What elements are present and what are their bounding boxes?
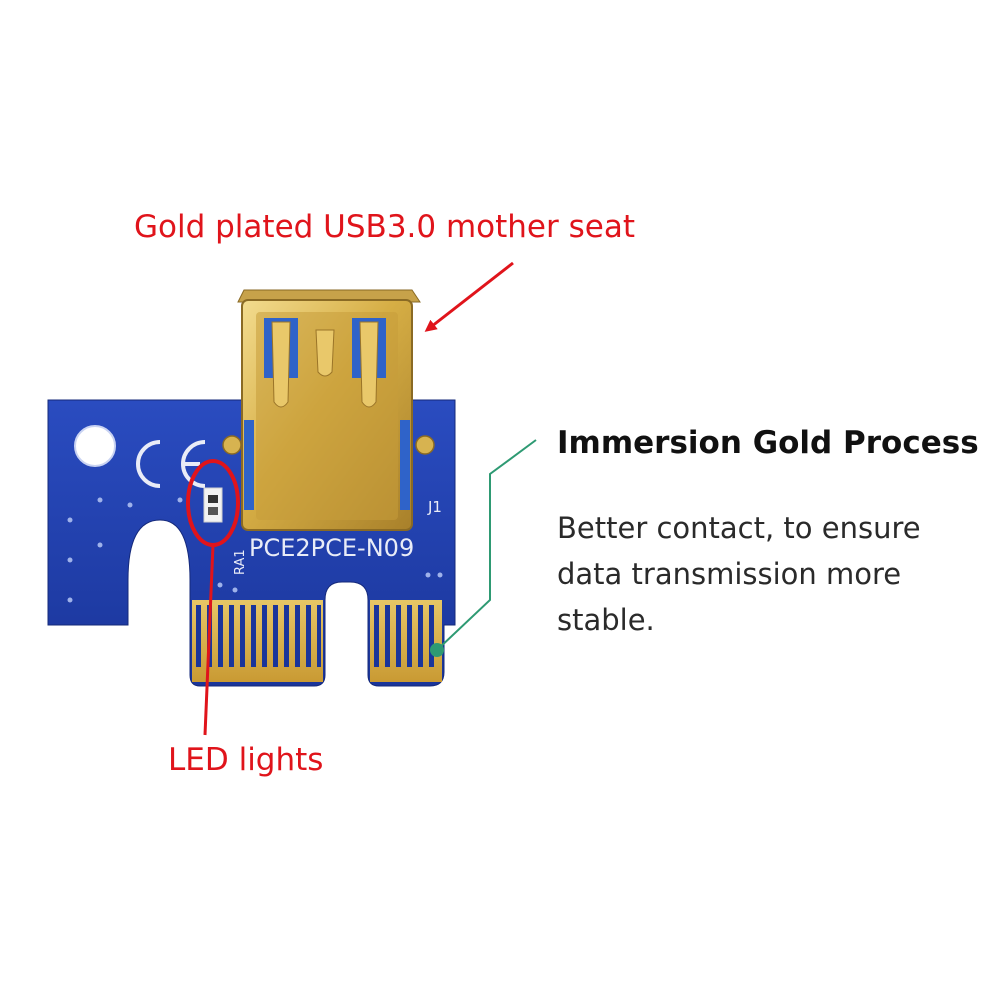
- feature-description: Better contact, to ensure data transmiss…: [557, 511, 921, 637]
- led-pointer-line: [203, 544, 215, 736]
- immersion-gold-dot: [430, 643, 444, 657]
- usb-seat-arrow: [424, 261, 514, 332]
- led-annotation: LED lights: [168, 742, 324, 778]
- board-model-label: PCE2PCE-N09: [249, 534, 414, 562]
- feature-title: Immersion Gold Process: [557, 425, 979, 461]
- led-component: [203, 487, 223, 523]
- immersion-gold-callout: [436, 439, 537, 651]
- connector-ref-label: J1: [427, 498, 442, 516]
- ce-marking: [136, 440, 206, 488]
- mounting-hole: [74, 425, 116, 467]
- pcb-vias: [67, 497, 443, 603]
- usb-connector: [222, 289, 435, 531]
- gold-fingers: [192, 600, 442, 682]
- led-ref-label: RA1: [233, 549, 248, 575]
- usb-seat-annotation: Gold plated USB3.0 mother seat: [134, 209, 635, 245]
